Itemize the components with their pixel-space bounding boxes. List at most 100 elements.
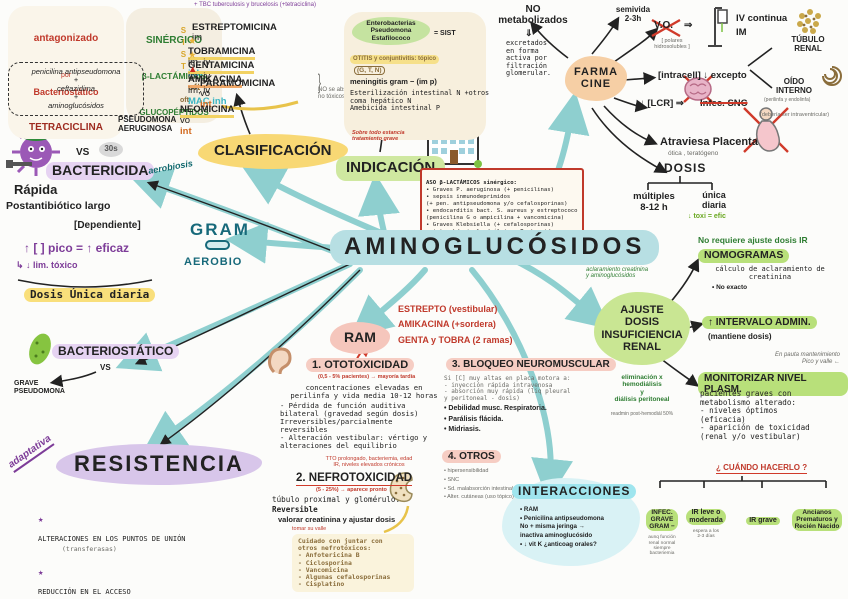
reversible-label: Reversible xyxy=(272,505,318,514)
intervalo-admin-title: ↑ INTERVALO ADMIN. xyxy=(702,316,817,330)
placenta-label: Atraviesa Placenta xyxy=(660,136,758,148)
implies-arrow: ⇒ xyxy=(684,20,693,31)
bactericida-title: BACTERICIDA xyxy=(46,162,155,180)
drug-row: ★ TOBRAMICINA im, iv inh xyxy=(188,26,256,79)
drug-extra: MAC inh xyxy=(188,95,227,107)
intervalo-note: (mantiene dosis) xyxy=(708,332,772,341)
tubulo-renal-label: TÚBULO RENAL xyxy=(791,35,825,53)
iv-drip-icon xyxy=(708,7,728,47)
ajuste-dosis-title: AJUSTE DOSIS INSUFICIENCIA RENAL xyxy=(594,292,690,366)
drug-name: PARAMOMICINA xyxy=(200,77,276,89)
postantibiotico-label: Postantibiótico largo xyxy=(6,200,111,212)
drug-extra: oft xyxy=(188,81,201,93)
ram-top-items: ESTREPTO (vestibular) AMIKACINA (+sorder… xyxy=(398,304,513,345)
dosis-multiples-label: múltiples 8-12 h xyxy=(633,191,675,213)
drug-row: oft NEOMICINA vo int xyxy=(180,84,235,137)
drug-routes: vo xyxy=(180,114,191,126)
intestinal-uses-text: Esterilización intestinal N +otros coma … xyxy=(350,89,490,113)
drug-name: ESTREPTOMICINA xyxy=(192,21,277,33)
warning-triangle-icon: ▲ xyxy=(188,63,198,75)
dosis-unica-label: Dosis Única diaria xyxy=(24,288,156,303)
tbc-note: + TBC tuberculosis y brucelosis (+tetrac… xyxy=(194,2,316,8)
tetraciclina-label: TETRACICLINA xyxy=(29,122,103,134)
intracell-label: [intracell] ↓ excepto xyxy=(658,70,747,81)
ototoxicidad-text: concentraciones elevadas en perilinfa y … xyxy=(290,383,438,401)
double-down-arrow: ⇓ xyxy=(525,28,533,38)
bacteriostatico-title: BACTERIOSTÁTICO xyxy=(52,344,180,360)
nefrotoxicidad-title: 2. NEFROTOXICIDAD xyxy=(296,472,413,486)
otitis-drugs-label: (G, T, N) xyxy=(354,66,385,76)
bloqueo-text: Si [C] muy altas en placa motora a: - in… xyxy=(444,375,571,403)
pseudomona-label: PSEUDOMONA AERUGINOSA xyxy=(118,115,177,133)
rapida-label: Rápida xyxy=(14,182,58,197)
ototoxicidad-points: - Pérdida de función auditiva bilateral … xyxy=(280,401,428,451)
star-icon: ★ xyxy=(38,515,44,526)
tree-leaf: IR grave xyxy=(742,491,784,527)
meningitis-label: meningitis gram − (im p) xyxy=(350,77,437,86)
tree-leaf-note: aunq función renal normal siempre bacter… xyxy=(648,535,676,557)
snc-note: (debería ser intraventricular) xyxy=(760,112,830,118)
adaptativa-label: adaptativa xyxy=(6,433,56,474)
vs-label-2: VS xyxy=(100,363,111,372)
dependiente-label: [Dependiente] xyxy=(74,220,141,231)
gram-label: GRAM xyxy=(190,220,250,239)
renal-tubule-icon xyxy=(797,9,821,34)
bloqueo-neuromuscular-title: 3. BLOQUEO NEUROMUSCULAR xyxy=(446,358,616,372)
antagonist-note: antagonizado por Bacteriostático TETRACI… xyxy=(8,6,124,140)
sist-vertical-label: SIST xyxy=(178,26,188,74)
tree-leaf: IR leve o moderada espera a los 2-3 días xyxy=(684,491,728,557)
drug-row: ▲ AMIKACINA im, iv MAC inh xyxy=(188,54,243,107)
nefrotoxicidad-text: túbulo proximal y glomérulo. xyxy=(272,495,401,504)
ram-title: RAM xyxy=(330,322,390,354)
antagonized-text: antagonizado xyxy=(33,32,99,44)
dosis-unica-note: ↓ toxi = efic xyxy=(688,213,726,220)
bacillus-rod-icon xyxy=(205,240,230,250)
drug-name: GENTAMICINA xyxy=(188,60,255,75)
otitis-label: OTITIS y conjuntivitis: tópico xyxy=(350,55,440,64)
tree-leaf: INFEC. GRAVE GRAM − aunq función renal n… xyxy=(644,491,680,575)
transferasas-note: (transferasas) xyxy=(62,545,117,553)
no-ajuste-note: No requiere ajuste dosis IR xyxy=(698,235,808,245)
oido-interno-label: OÍDO INTERNO xyxy=(776,77,812,95)
resistencia-title: RESISTENCIA xyxy=(56,444,262,485)
star-icon: ★ xyxy=(188,35,197,47)
drug-extra: inh xyxy=(188,67,203,79)
drug-routes: vo xyxy=(200,88,211,100)
pico-eficaz-label: ↑ [ ] pico = ↑ eficaz xyxy=(24,241,130,255)
dosis-title: DOSIS xyxy=(664,161,707,175)
drug-routes: im, iv xyxy=(188,84,211,96)
main-title: AMINOGLUCÓSIDOS xyxy=(330,230,660,265)
vo-note: [ polares hidrosolubles ] xyxy=(654,38,690,51)
vo-crossed-label: V.O. xyxy=(654,20,674,31)
sist-eq-label: = SIST xyxy=(434,30,456,37)
drug-extra: int xyxy=(200,98,212,110)
drug-routes: im xyxy=(192,32,203,44)
monitorizar-text: pacientes graves con metabolismo alterad… xyxy=(700,389,810,441)
valle-note: tomar su valle xyxy=(292,526,327,532)
placenta-note: ótica , teratógeno xyxy=(668,150,719,157)
pico-valle-note: En pauta mantenimiento Pico y valle ← xyxy=(774,352,840,365)
semivida-label: semivida 2-3h xyxy=(615,5,651,23)
drug-extra: int xyxy=(180,125,192,137)
eliminacion-note: eliminación x hemodiálisis y diálisis pe… xyxy=(614,374,670,403)
otros-title: 4. OTROS xyxy=(442,450,501,464)
no-metabolizados-label: NO metabolizados xyxy=(498,4,568,27)
limite-toxico-label: ↳ ↓ lim. tóxico xyxy=(16,260,78,270)
excretion-text: excretados en forma activa por filtració… xyxy=(506,39,552,78)
box-title: ASO β-LACTÁMICOS sinérgico: xyxy=(426,179,517,186)
nomogramas-sub: cálculo de aclaramiento de creatinina xyxy=(715,265,825,281)
otros-items: • hipersensibilidad • SNC • Sd. malabsor… xyxy=(444,468,514,501)
drug-row: ★ GENTAMICINA im, iv oft xyxy=(188,40,255,93)
red-note: Sobre todo estancia tratamiento grave xyxy=(352,130,405,143)
lcr-label: ↓ [LCR] ⇒ xyxy=(640,98,684,109)
iv-continua-label: IV continua xyxy=(736,13,788,24)
ototoxicidad-title: 1. OTOTOXICIDAD xyxy=(306,358,415,373)
monitorizar-title: MONITORIZAR NIVEL PLASM. xyxy=(698,372,848,397)
ear-icon xyxy=(268,347,292,375)
grave-pseudomona-label: GRAVE PSEUDOMONA xyxy=(14,380,65,395)
oido-note: (perilinfa y endolinfa) xyxy=(764,97,811,103)
ototoxicidad-risk-note: TTO prolongado, bacteriemia, edad IR, ni… xyxy=(325,456,413,469)
star-icon: ★ xyxy=(188,49,197,61)
valorar-creatinina-label: valorar creatinina y ajustar dosis xyxy=(278,515,396,524)
